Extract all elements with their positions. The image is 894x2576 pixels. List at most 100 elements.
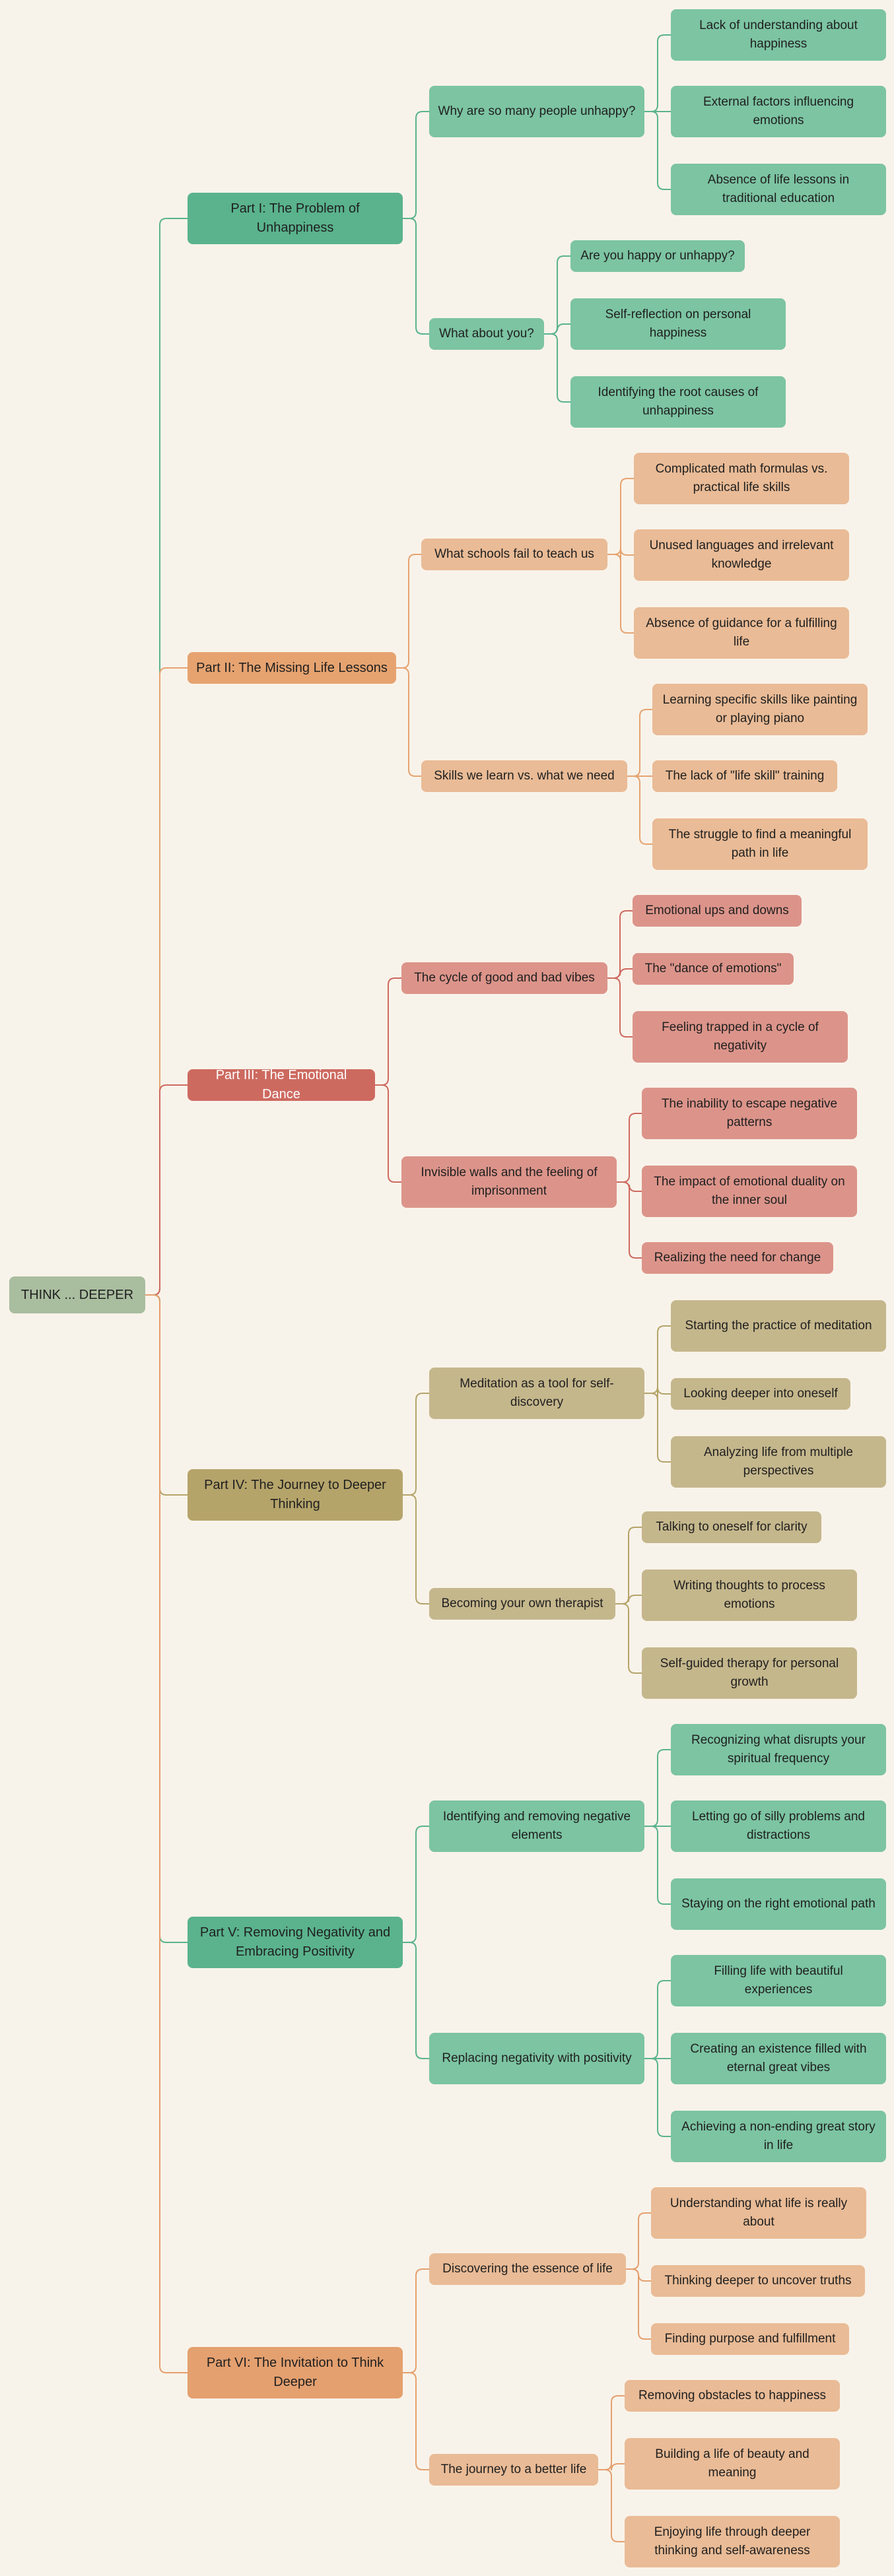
- connector-line: [403, 1393, 429, 1496]
- topic-node-invisible-walls-and-the-feeling-of-impri[interactable]: Invisible walls and the feeling of impri…: [401, 1156, 617, 1208]
- connector-line: [396, 667, 421, 777]
- leaf-node-recognizing-what-disrupts-your-spiritual[interactable]: Recognizing what disrupts your spiritual…: [671, 1724, 886, 1775]
- connector-line: [544, 333, 570, 403]
- leaf-node-self-reflection-on-personal-happiness[interactable]: Self-reflection on personal happiness: [570, 298, 786, 350]
- connector-line: [617, 1113, 642, 1183]
- connector-line: [396, 554, 421, 669]
- topic-node-the-cycle-of-good-and-bad-vibes[interactable]: The cycle of good and bad vibes: [401, 962, 607, 994]
- leaf-node-identifying-the-root-causes-of-unhappine[interactable]: Identifying the root causes of unhappine…: [570, 376, 786, 428]
- leaf-node-external-factors-influencing-emotions[interactable]: External factors influencing emotions: [671, 86, 886, 137]
- leaf-node-complicated-math-formulas-vs-practical-l[interactable]: Complicated math formulas vs. practical …: [634, 453, 849, 504]
- connector-line: [544, 323, 570, 335]
- topic-node-meditation-as-a-tool-for-self-discovery[interactable]: Meditation as a tool for self-discovery: [429, 1368, 644, 1419]
- topic-node-the-journey-to-a-better-life[interactable]: The journey to a better life: [429, 2454, 598, 2486]
- leaf-node-writing-thoughts-to-process-emotions[interactable]: Writing thoughts to process emotions: [642, 1569, 857, 1621]
- leaf-node-finding-purpose-and-fulfillment[interactable]: Finding purpose and fulfillment: [651, 2323, 849, 2355]
- connector-line: [644, 1826, 671, 1905]
- connector-line: [607, 910, 633, 979]
- leaf-node-the-inability-to-escape-negative-pattern[interactable]: The inability to escape negative pattern…: [642, 1088, 857, 1139]
- connector-line: [644, 111, 671, 190]
- leaf-node-removing-obstacles-to-happiness[interactable]: Removing obstacles to happiness: [625, 2380, 840, 2412]
- leaf-node-thinking-deeper-to-uncover-truths[interactable]: Thinking deeper to uncover truths: [651, 2265, 865, 2297]
- leaf-node-learning-specific-skills-like-painting-o[interactable]: Learning specific skills like painting o…: [652, 684, 868, 735]
- leaf-node-building-a-life-of-beauty-and-meaning[interactable]: Building a life of beauty and meaning: [625, 2438, 840, 2490]
- leaf-node-are-you-happy-or-unhappy[interactable]: Are you happy or unhappy?: [570, 240, 745, 272]
- leaf-node-analyzing-life-from-multiple-perspective[interactable]: Analyzing life from multiple perspective…: [671, 1436, 886, 1488]
- connector-line: [627, 776, 652, 845]
- connector-line: [644, 34, 671, 112]
- topic-node-what-schools-fail-to-teach-us[interactable]: What schools fail to teach us: [421, 539, 607, 570]
- connector-line: [615, 1595, 642, 1604]
- leaf-node-realizing-the-need-for-change[interactable]: Realizing the need for change: [642, 1242, 833, 1274]
- connector-line: [615, 1603, 642, 1674]
- part-node-5[interactable]: Part V: Removing Negativity and Embracin…: [188, 1917, 403, 1968]
- connector-line: [145, 1294, 188, 2373]
- topic-node-discovering-the-essence-of-life[interactable]: Discovering the essence of life: [429, 2253, 626, 2285]
- connector-line: [403, 1942, 429, 2059]
- connector-line: [644, 1325, 671, 1394]
- leaf-node-talking-to-oneself-for-clarity[interactable]: Talking to oneself for clarity: [642, 1511, 821, 1543]
- topic-node-replacing-negativity-with-positivity[interactable]: Replacing negativity with positivity: [429, 2033, 644, 2084]
- connector-line: [145, 218, 188, 1296]
- leaf-node-filling-life-with-beautiful-experiences[interactable]: Filling life with beautiful experiences: [671, 1955, 886, 2006]
- connector-line: [145, 667, 188, 1296]
- leaf-node-the-impact-of-emotional-duality-on-the-i[interactable]: The impact of emotional duality on the i…: [642, 1166, 857, 1217]
- leaf-node-starting-the-practice-of-meditation[interactable]: Starting the practice of meditation: [671, 1300, 886, 1352]
- connector-line: [607, 977, 633, 1038]
- part-node-1[interactable]: Part I: The Problem of Unhappiness: [188, 193, 403, 244]
- leaf-node-emotional-ups-and-downs[interactable]: Emotional ups and downs: [633, 895, 802, 927]
- connector-line: [403, 2372, 429, 2470]
- topic-node-why-are-so-many-people-unhappy[interactable]: Why are so many people unhappy?: [429, 86, 644, 137]
- root-node[interactable]: THINK ... DEEPER: [9, 1276, 145, 1313]
- leaf-node-lack-of-understanding-about-happiness[interactable]: Lack of understanding about happiness: [671, 9, 886, 61]
- connector-line: [607, 554, 634, 634]
- leaf-node-the-lack-of-life-skill-training[interactable]: The lack of "life skill" training: [652, 760, 837, 792]
- part-node-6[interactable]: Part VI: The Invitation to Think Deeper: [188, 2347, 403, 2398]
- part-node-3[interactable]: Part III: The Emotional Dance: [188, 1068, 375, 1102]
- connector-line: [607, 968, 633, 979]
- leaf-node-feeling-trapped-in-a-cycle-of-negativity[interactable]: Feeling trapped in a cycle of negativity: [633, 1011, 848, 1063]
- leaf-node-unused-languages-and-irrelevant-knowledg[interactable]: Unused languages and irrelevant knowledg…: [634, 529, 849, 581]
- connector-line: [403, 1494, 429, 1604]
- leaf-node-achieving-a-non-ending-great-story-in-li[interactable]: Achieving a non-ending great story in li…: [671, 2111, 886, 2162]
- connector-line: [375, 977, 401, 1086]
- leaf-node-creating-an-existence-filled-with-eterna[interactable]: Creating an existence filled with eterna…: [671, 2033, 886, 2084]
- connector-line: [598, 2395, 625, 2470]
- connector-line: [145, 1294, 188, 1943]
- leaf-node-letting-go-of-silly-problems-and-distrac[interactable]: Letting go of silly problems and distrac…: [671, 1800, 886, 1852]
- connector-line: [626, 2212, 651, 2270]
- connector-line: [145, 1294, 188, 1496]
- leaf-node-understanding-what-life-is-really-about[interactable]: Understanding what life is really about: [651, 2187, 866, 2239]
- connector-line: [644, 1980, 671, 2059]
- connector-line: [615, 1527, 642, 1604]
- leaf-node-looking-deeper-into-oneself[interactable]: Looking deeper into oneself: [671, 1378, 850, 1410]
- part-node-2[interactable]: Part II: The Missing Life Lessons: [188, 652, 396, 684]
- leaf-node-self-guided-therapy-for-personal-growth[interactable]: Self-guided therapy for personal growth: [642, 1647, 857, 1699]
- topic-node-skills-we-learn-vs-what-we-need[interactable]: Skills we learn vs. what we need: [421, 760, 627, 792]
- leaf-node-absence-of-guidance-for-a-fulfilling-lif[interactable]: Absence of guidance for a fulfilling lif…: [634, 607, 849, 659]
- connector-line: [375, 1084, 401, 1183]
- leaf-node-the-struggle-to-find-a-meaningful-path-i[interactable]: The struggle to find a meaningful path i…: [652, 818, 868, 870]
- connector-line: [403, 111, 429, 219]
- connector-line: [626, 2268, 651, 2340]
- topic-node-identifying-and-removing-negative-elemen[interactable]: Identifying and removing negative elemen…: [429, 1800, 644, 1852]
- connector-line: [617, 1181, 642, 1259]
- leaf-node-the-dance-of-emotions[interactable]: The "dance of emotions": [633, 953, 794, 985]
- leaf-node-absence-of-life-lessons-in-traditional-e[interactable]: Absence of life lessons in traditional e…: [671, 164, 886, 215]
- topic-node-what-about-you[interactable]: What about you?: [429, 318, 544, 350]
- connector-line: [145, 1084, 188, 1296]
- leaf-node-enjoying-life-through-deeper-thinking-an[interactable]: Enjoying life through deeper thinking an…: [625, 2516, 840, 2567]
- part-node-4[interactable]: Part IV: The Journey to Deeper Thinking: [188, 1469, 403, 1521]
- leaf-node-staying-on-the-right-emotional-path[interactable]: Staying on the right emotional path: [671, 1878, 886, 1930]
- connector-line: [403, 1826, 429, 1943]
- connector-line: [644, 1393, 671, 1463]
- connector-line: [627, 709, 652, 777]
- topic-node-becoming-your-own-therapist[interactable]: Becoming your own therapist: [429, 1588, 615, 1620]
- connector-line: [403, 218, 429, 335]
- connector-line: [644, 2058, 671, 2137]
- connector-line: [403, 2268, 429, 2373]
- connector-line: [607, 478, 634, 555]
- connector-line: [644, 1749, 671, 1827]
